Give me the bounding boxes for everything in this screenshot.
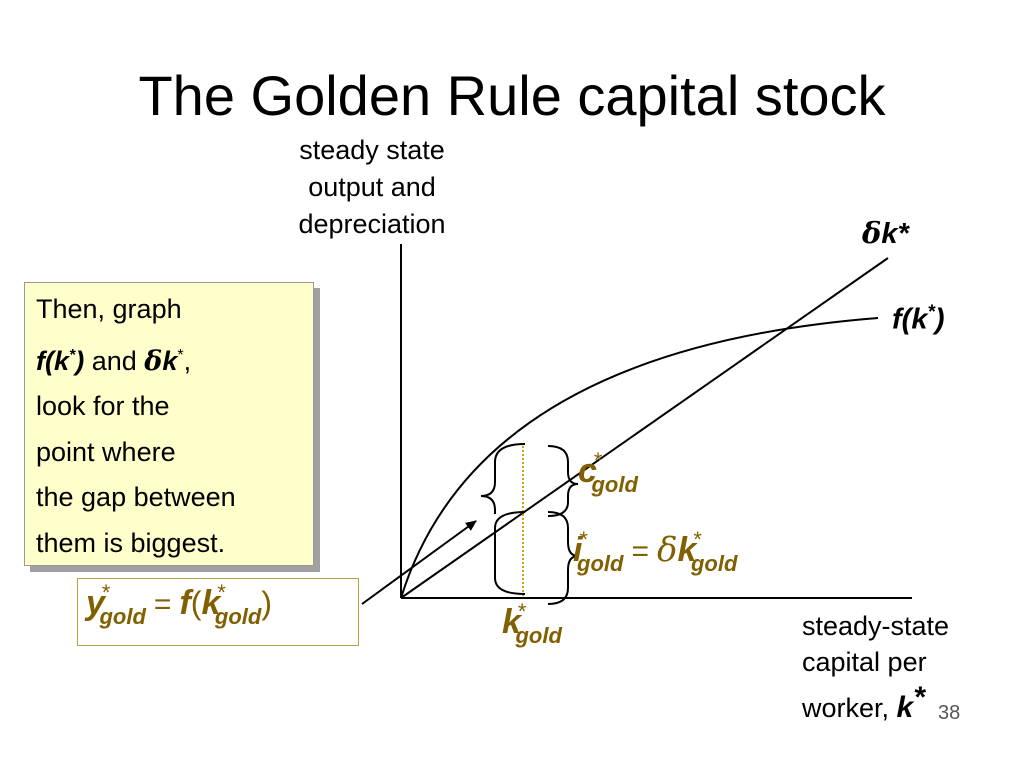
equals-sign: = [631, 535, 649, 568]
depreciation-line [400, 257, 889, 599]
y-axis-label-line: steady state [299, 135, 445, 165]
close-paren: ) [934, 303, 945, 336]
gold-sub: gold [99, 604, 146, 629]
star-sup: * [927, 302, 935, 323]
y-axis-label-line: output and [308, 172, 436, 202]
slide-title: The Golden Rule capital stock [138, 64, 886, 127]
slide-number: 38 [938, 702, 961, 724]
star-sup: * [516, 599, 526, 624]
gold-sub: gold [577, 551, 624, 576]
gold-sub: gold [690, 551, 738, 576]
star-sup: * [578, 527, 588, 552]
c-gold-brace-right [547, 445, 579, 517]
gold-sub: gold [214, 604, 262, 629]
f-func: f [179, 584, 191, 622]
y-var: y [86, 584, 105, 622]
k-gold-label: k*gold [502, 599, 562, 648]
i-gold-brace-right [547, 511, 579, 605]
close-paren: ) [261, 585, 273, 621]
callout-line: Then, graph [36, 294, 182, 324]
star-sup: * [897, 218, 909, 250]
and-word: and [84, 345, 145, 376]
k-var: k [162, 345, 178, 376]
y-gold-pointer-arrow [361, 520, 477, 605]
callout-line: point where [36, 436, 176, 467]
x-axis-label-line: steady-state [802, 611, 950, 641]
star-sup: * [69, 346, 76, 364]
gold-sub: gold [515, 623, 562, 648]
x-axis-label-line: capital per [802, 647, 927, 677]
k-var: k [502, 603, 521, 641]
callout-line: the gap between [36, 482, 236, 512]
callout-line: f(k*) and δk*, [36, 333, 316, 385]
x-axis-label-text: worker, [802, 693, 890, 723]
y-axis-label-line: depreciation [298, 209, 446, 239]
k-var: k [896, 691, 914, 724]
callout-line: look for the [36, 391, 170, 421]
y-gold-box [77, 578, 359, 646]
delta-symbol: δ [656, 530, 678, 570]
equals-sign: = [153, 588, 172, 621]
callout-box [24, 282, 314, 566]
open-paren: ( [190, 585, 202, 621]
gold-sub: gold [591, 472, 638, 497]
f-func: f(k [36, 345, 69, 376]
callout-line: them is biggest. [36, 527, 226, 558]
star-sup: * [592, 448, 602, 473]
star-sup: * [692, 527, 701, 552]
star-sup: * [177, 346, 184, 364]
i-var: i [573, 531, 583, 569]
c-gold-brace [480, 443, 526, 514]
close-paren: ) [75, 345, 85, 376]
k-var: k [881, 218, 898, 250]
comma: , [183, 345, 192, 376]
delta-symbol: δ [862, 216, 882, 250]
x-axis-label-line: worker, k* [802, 680, 949, 726]
i-gold-label: i*gold=δk*gold [573, 527, 737, 576]
depreciation-line-label: δk* [862, 216, 909, 251]
production-curve [400, 317, 879, 599]
y-axis-label: steady state output and depreciation [262, 132, 482, 243]
f-func: f(k [892, 303, 928, 336]
star-sup: * [100, 580, 110, 605]
callout-text: Then, graph f(k*) and δk*, look for the … [36, 287, 316, 566]
delta-symbol: δ [144, 345, 163, 377]
star-sup: * [913, 681, 925, 714]
c-gold-label: c*gold [578, 448, 638, 497]
k-var: k [677, 531, 697, 569]
x-axis-label: steady-state capital per worker, k* [802, 608, 949, 726]
k-var: k [201, 584, 221, 622]
y-gold-label: y*gold=f(k*gold) [86, 580, 273, 629]
c-var: c [578, 452, 597, 490]
i-gold-brace-left [494, 511, 526, 595]
production-curve-label: f(k*) [892, 302, 945, 337]
star-sup: * [216, 580, 225, 605]
